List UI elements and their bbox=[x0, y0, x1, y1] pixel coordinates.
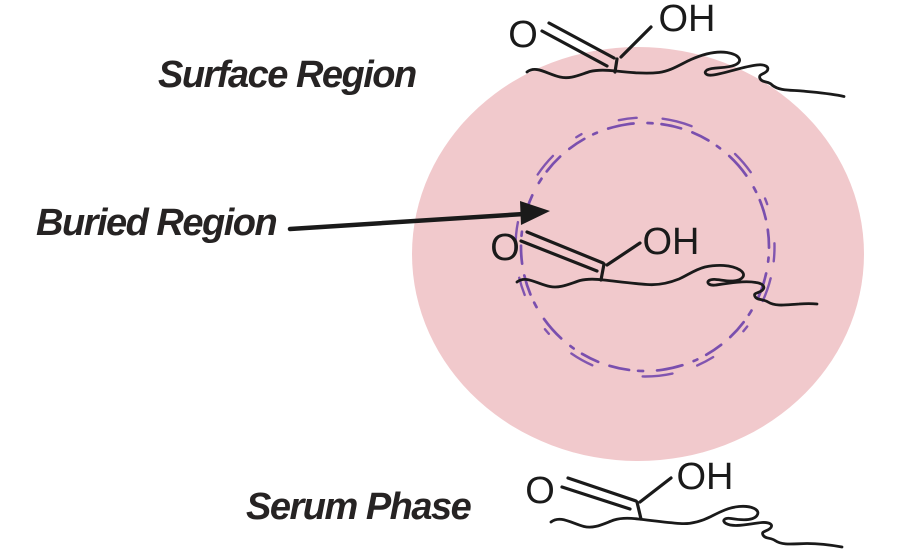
hydroxyl-oh-label: OH bbox=[643, 221, 700, 263]
carbon-chain-bond-line bbox=[599, 262, 606, 282]
hydroxyl-bond-line bbox=[605, 241, 642, 267]
carbonyl-double-bond-line bbox=[525, 230, 605, 265]
buried-region-arrow bbox=[287, 201, 550, 232]
arrow-shaft bbox=[287, 211, 527, 232]
carbon-chain-bond-line bbox=[613, 57, 619, 74]
carbonyl-double-bond-line bbox=[560, 485, 632, 511]
carbonyl-o-label: O bbox=[508, 14, 538, 56]
molecule-serum-fatty-acid: O OH bbox=[525, 456, 844, 549]
carbonyl-o-label: O bbox=[525, 470, 555, 512]
buried-ring-outer-dashes bbox=[514, 116, 776, 378]
carbonyl-o-label: O bbox=[490, 227, 520, 269]
carbonyl-double-bond-line bbox=[566, 476, 638, 503]
hydrocarbon-chain bbox=[525, 50, 846, 98]
surface-region-label: Surface Region bbox=[158, 54, 417, 96]
hydrocarbon-chain bbox=[515, 264, 819, 307]
hydroxyl-oh-label: OH bbox=[659, 0, 716, 40]
buried-ring-inner-dashes bbox=[519, 121, 771, 373]
arrow-head-icon bbox=[520, 201, 550, 225]
buried-region-ring bbox=[514, 116, 776, 378]
hydroxyl-bond-line bbox=[638, 476, 673, 504]
carbonyl-double-bond-line bbox=[547, 21, 616, 60]
molecule-surface-fatty-acid: O OH bbox=[508, 0, 846, 98]
buried-region-label: Buried Region bbox=[36, 202, 278, 244]
hydrocarbon-chain bbox=[549, 504, 844, 549]
serum-phase-label: Serum Phase bbox=[246, 486, 472, 528]
carbonyl-double-bond-line bbox=[540, 29, 609, 68]
hydroxyl-bond-line bbox=[619, 25, 653, 59]
carbonyl-double-bond-line bbox=[519, 239, 599, 273]
droplet-circle bbox=[412, 47, 864, 461]
hydroxyl-oh-label: OH bbox=[677, 456, 734, 498]
carbon-chain-bond-line bbox=[635, 500, 643, 521]
molecule-buried-fatty-acid: O OH bbox=[490, 221, 819, 307]
